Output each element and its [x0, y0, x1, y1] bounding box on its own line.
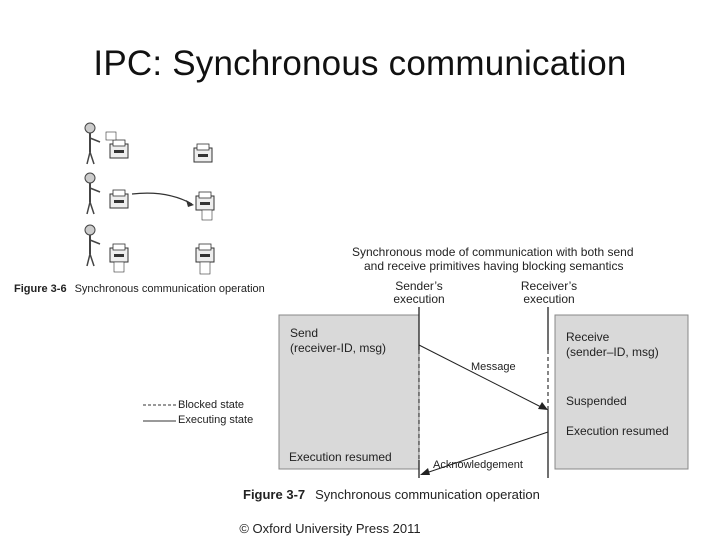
receiver-execution-resumed: Execution resumed	[566, 424, 669, 438]
acknowledgement-arrow	[420, 431, 549, 475]
legend-executing-label: Executing state	[178, 414, 254, 426]
sender-column-head: Sender’s execution	[374, 280, 464, 306]
figure-3-6-illustration	[84, 122, 215, 275]
receive-label: Receive	[566, 330, 610, 344]
receiver-machine-3	[195, 243, 215, 275]
receiver-box	[554, 314, 689, 470]
send-params: (receiver-ID, msg)	[290, 341, 387, 355]
figure-3-7-caption: Figure 3-7 Synchronous communication oper…	[243, 487, 540, 502]
figure-3-7-number: Figure 3-7	[243, 487, 306, 502]
message-arrow	[418, 344, 548, 410]
figure-3-7-header-line1: Synchronous mode of communication with b…	[352, 245, 634, 259]
legend-blocked-label: Blocked state	[178, 399, 245, 411]
figure-3-7-caption-text: Synchronous communication operation	[315, 487, 540, 502]
sender-head-line1: Sender’s	[395, 279, 443, 293]
send-label: Send	[290, 326, 319, 340]
receiver-head-line1: Receiver’s	[520, 279, 578, 293]
receiver-head-line2: execution	[523, 292, 575, 306]
figure-3-7-header: Synchronous mode of communication with b…	[352, 245, 672, 273]
figure-3-6-caption: Figure 3-6 Synchronous communication oper…	[14, 283, 265, 295]
message-label: Message	[471, 361, 516, 373]
figure-3-6-caption-text: Synchronous communication operation	[74, 283, 265, 295]
receive-params: (sender–ID, msg)	[566, 345, 659, 359]
suspended-label: Suspended	[566, 394, 627, 408]
receiver-column-head: Receiver’s execution	[504, 280, 594, 306]
sender-execution-resumed: Execution resumed	[289, 450, 392, 464]
message-arrow-icon	[131, 192, 194, 207]
copyright-notice: © Oxford University Press 2011	[239, 521, 421, 536]
figure-3-6-number: Figure 3-6	[14, 283, 67, 295]
receiver-machine-2	[195, 191, 215, 221]
sender-machine-1	[105, 131, 129, 159]
acknowledgement-label: Acknowledgement	[433, 459, 523, 471]
slide-title: IPC: Synchronous communication	[93, 44, 627, 83]
sender-head-line2: execution	[393, 292, 445, 306]
figure-3-7-header-line2: and receive primitives having blocking s…	[364, 259, 624, 273]
sender-machine-3	[109, 243, 129, 273]
